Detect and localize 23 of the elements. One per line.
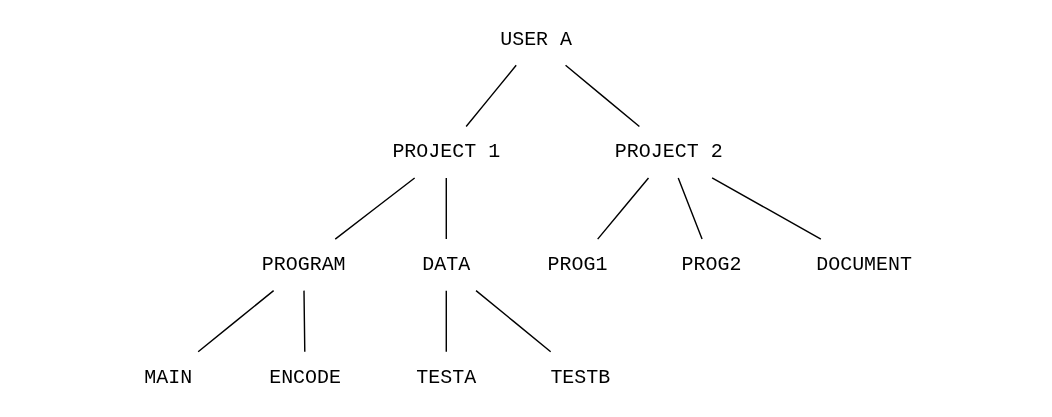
node-text: MAIN [143, 365, 192, 389]
connector [196, 289, 274, 353]
connector [710, 177, 822, 240]
node-text: DATA [421, 253, 470, 277]
node-text: PROJECT 2 [614, 140, 723, 164]
node-text: PROJECT 1 [391, 140, 500, 164]
node-text: PROG1 [547, 253, 607, 277]
connector [474, 289, 551, 353]
connector [564, 64, 640, 128]
connector [464, 64, 517, 128]
connector [677, 177, 703, 240]
node-text: TESTA [415, 365, 476, 389]
connector [445, 289, 447, 353]
connector [596, 177, 649, 240]
connector [445, 177, 447, 240]
node-text: PROGRAM [261, 253, 346, 277]
node-text: PROG2 [681, 253, 741, 277]
connector [302, 289, 305, 353]
node-text: TESTB [549, 365, 610, 389]
node-text: DOCUMENT [815, 253, 912, 277]
node-text: ENCODE [268, 365, 341, 389]
node-text: USER A [499, 27, 572, 51]
connector [334, 177, 415, 240]
